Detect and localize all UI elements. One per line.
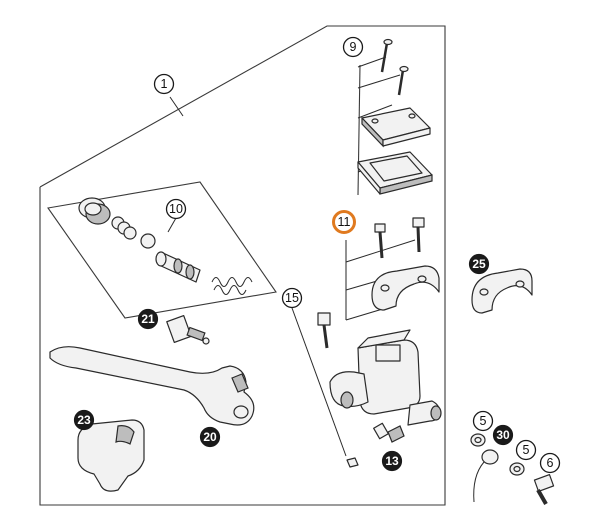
callout-23: 23 (73, 409, 95, 431)
svg-text:9: 9 (350, 40, 357, 54)
callout-15: 15 (281, 287, 303, 309)
svg-text:5: 5 (523, 443, 530, 457)
svg-text:23: 23 (77, 413, 91, 427)
piston (155, 251, 201, 283)
bleed-screw (373, 422, 405, 443)
banjo-fitting (473, 449, 499, 503)
banjo-bolt (533, 474, 555, 505)
callout-11-highlighted: 11 (332, 210, 356, 234)
reservoir-gasket (357, 151, 433, 195)
svg-text:15: 15 (285, 291, 299, 305)
svg-text:1: 1 (161, 77, 168, 91)
clamp-screw-2 (412, 217, 425, 253)
svg-text:30: 30 (496, 428, 510, 442)
svg-text:10: 10 (169, 202, 183, 216)
callout-21: 21 (137, 308, 159, 330)
leader-lines (167, 96, 347, 457)
clamp-screw-1 (374, 223, 386, 259)
lever-adjuster (166, 314, 210, 345)
assembly-frame (39, 25, 446, 506)
callout-10: 10 (165, 198, 187, 220)
cover-screw-1 (380, 38, 393, 73)
spare-clamp (471, 268, 533, 314)
svg-text:11: 11 (338, 215, 351, 229)
svg-text:13: 13 (385, 454, 399, 468)
svg-text:25: 25 (472, 257, 486, 271)
callout-1: 1 (153, 73, 175, 95)
pivot-bolt (317, 312, 359, 468)
reservoir-cover (361, 107, 431, 148)
callout-5-lower: 5 (515, 439, 537, 461)
piston-spring (211, 277, 253, 295)
cover-screw-2 (397, 65, 409, 96)
lever-protector (77, 419, 145, 492)
callout-30: 30 (492, 424, 514, 446)
callout-5-upper: 5 (472, 410, 494, 432)
callout-20: 20 (199, 426, 221, 448)
callout-9: 9 (342, 36, 364, 58)
washer-1 (470, 433, 486, 447)
callout-25: 25 (468, 253, 490, 275)
master-cylinder-body (329, 329, 442, 426)
svg-text:6: 6 (547, 456, 554, 470)
washer-2 (509, 462, 525, 476)
seal-kit-frame (47, 181, 277, 319)
handlebar-clamp (371, 265, 440, 311)
hand-lever (49, 346, 255, 426)
svg-text:21: 21 (141, 312, 155, 326)
piston-boot (78, 197, 111, 225)
callout-6: 6 (539, 452, 561, 474)
piston-seals (111, 216, 156, 249)
svg-text:20: 20 (203, 430, 217, 444)
callout-13: 13 (381, 450, 403, 472)
svg-text:5: 5 (480, 414, 487, 428)
